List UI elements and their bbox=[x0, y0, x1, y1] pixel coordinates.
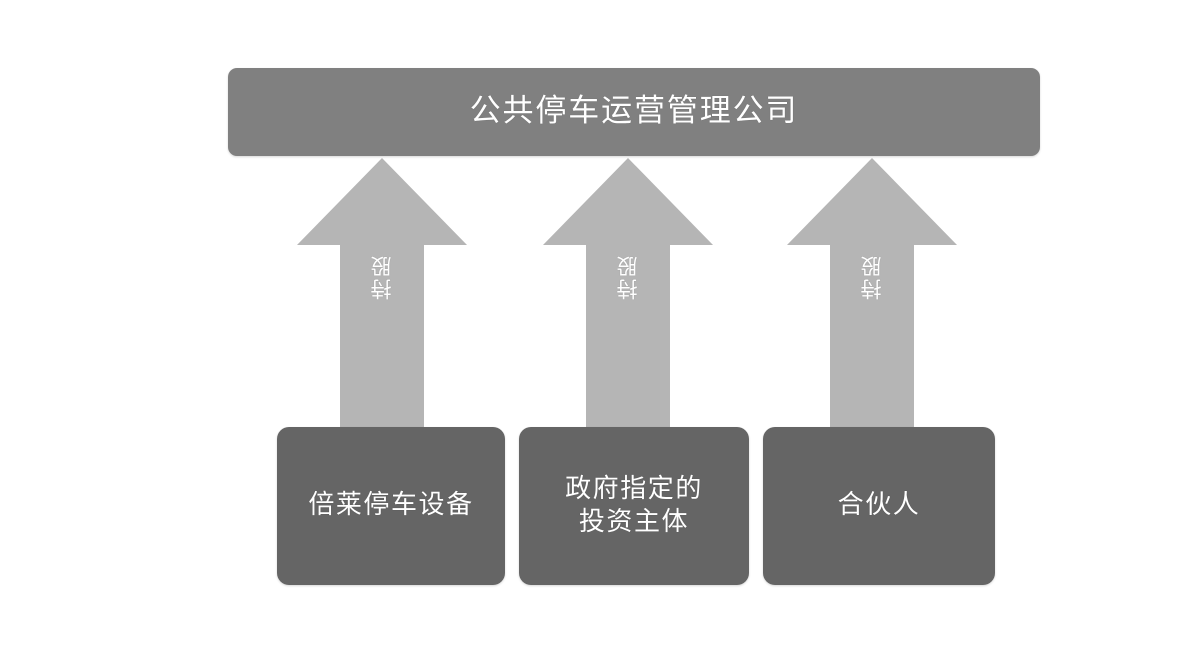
up-arrow-icon bbox=[787, 158, 957, 429]
parent-node-label: 公共停车运营管理公司 bbox=[469, 93, 799, 130]
ownership-arrow-1[interactable]: 持股 bbox=[297, 158, 467, 429]
child-node-government-investor-label: 政府指定的 投资主体 bbox=[565, 473, 703, 537]
up-arrow-icon bbox=[297, 158, 467, 429]
ownership-arrow-3[interactable]: 持股 bbox=[787, 158, 957, 429]
up-arrow-icon bbox=[543, 158, 713, 429]
child-node-beilai-label: 倍莱停车设备 bbox=[308, 490, 474, 521]
ownership-arrow-2[interactable]: 持股 bbox=[543, 158, 713, 429]
child-node-beilai-parking-equipment[interactable]: 倍莱停车设备 bbox=[277, 427, 505, 585]
child-node-partner[interactable]: 合伙人 bbox=[763, 427, 995, 585]
child-node-partner-label: 合伙人 bbox=[837, 490, 921, 521]
parent-node-public-parking-company[interactable]: 公共停车运营管理公司 bbox=[228, 68, 1040, 156]
child-node-government-designated-investor[interactable]: 政府指定的 投资主体 bbox=[519, 427, 749, 585]
